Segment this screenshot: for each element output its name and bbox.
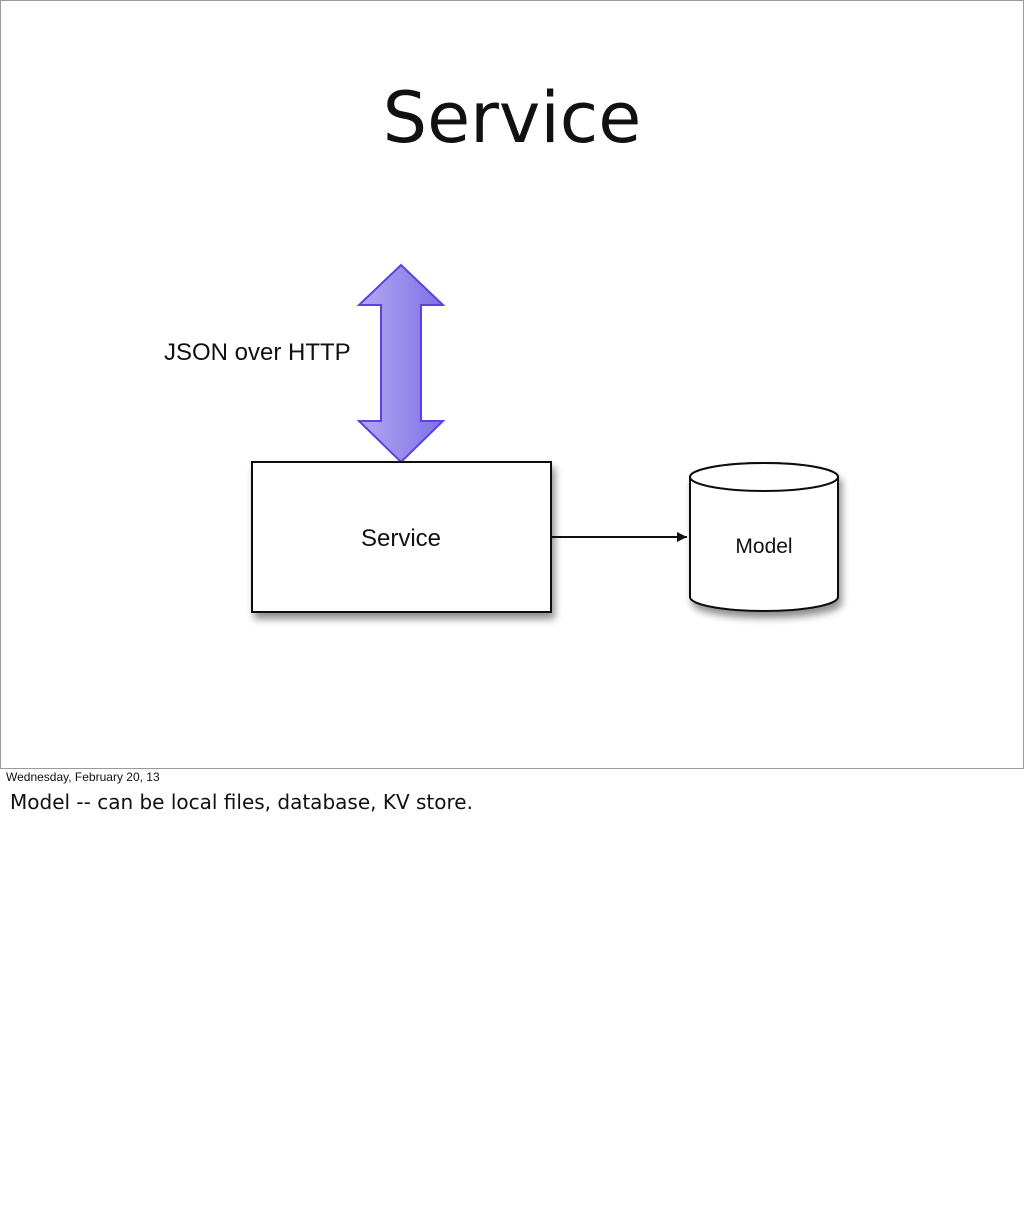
service-box-label: Service <box>361 525 441 552</box>
arrow-label: JSON over HTTP <box>164 339 351 366</box>
model-cylinder <box>689 462 839 612</box>
footer-date: Wednesday, February 20, 13 <box>6 770 160 784</box>
double-arrow-icon <box>356 263 446 464</box>
model-cylinder-label: Model <box>735 535 792 558</box>
slide-title: Service <box>382 77 642 159</box>
slide: Service JSON over HTTP Service <box>0 0 1024 769</box>
diagram: JSON over HTTP Service Model <box>164 263 839 613</box>
presenter-notes: Model -- can be local files, database, K… <box>10 790 473 814</box>
service-box <box>251 461 552 613</box>
